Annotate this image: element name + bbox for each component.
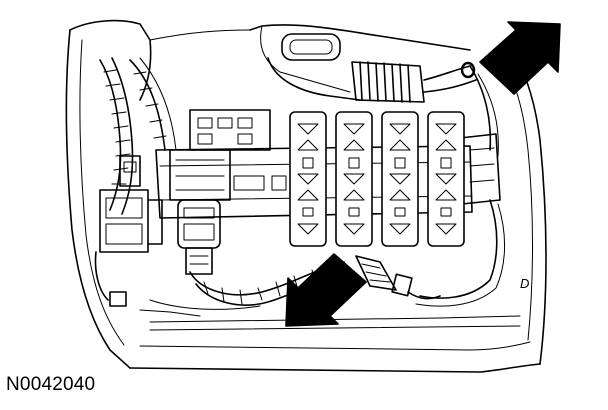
solenoid-strip-4 — [427, 111, 465, 247]
arrow-lower-middle — [285, 253, 367, 327]
top-bracket — [267, 33, 361, 101]
edge-mark-label: D — [520, 276, 530, 291]
solenoid-strip-1 — [289, 111, 327, 247]
solenoid — [169, 149, 231, 275]
solenoid-strip-3 — [381, 111, 419, 247]
corrugated-boot — [351, 61, 477, 103]
left-connector-block — [94, 155, 163, 307]
arrow-upper-right — [479, 21, 561, 95]
floor-lines — [149, 315, 521, 331]
right-harness-loop — [415, 61, 505, 307]
figure-id-label: N0042040 — [6, 374, 96, 395]
solenoid-strip-2 — [335, 111, 373, 247]
electrical-connector — [355, 255, 441, 300]
housing-frame — [65, 19, 547, 373]
